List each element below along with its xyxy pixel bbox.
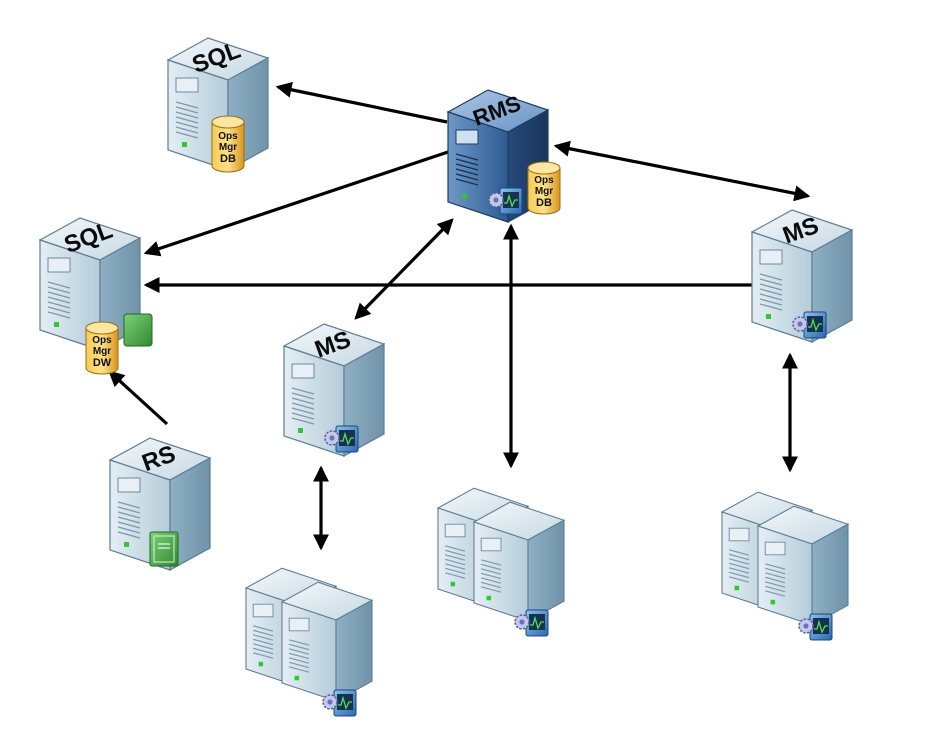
arrow-rms-ms-center [354, 218, 454, 320]
arrow-rms-ms-right [553, 140, 811, 202]
sql-dw-server: SQL Ops Mgr DW [39, 217, 153, 375]
sql-db-badge-line-3: DB [220, 153, 236, 165]
agent-cluster-center [438, 488, 564, 637]
connectors [108, 81, 811, 551]
report-book-icon [149, 531, 179, 567]
sql-db-server: SQL Ops Mgr DB [167, 37, 269, 173]
ms-center-server: MS [283, 323, 385, 457]
rs-server: RS [109, 437, 211, 571]
database-cylinder-icon: Ops Mgr DB [211, 115, 245, 173]
sql-dw-badge-line-3: DW [93, 357, 112, 369]
rms-badge-line-3: DB [536, 197, 552, 209]
rms-server: RMS Ops Mgr DB [447, 89, 561, 223]
sql-db-badge-line-1: Ops [218, 131, 238, 142]
database-cylinder-icon: Ops Mgr DW [85, 321, 119, 375]
rms-badge-line-1: Ops [534, 175, 554, 186]
rms-badge-line-2: Mgr [535, 186, 553, 197]
agent-cluster-right [722, 492, 848, 641]
arrow-rms-to-sql-dw [143, 150, 449, 257]
sql-dw-badge-line-1: Ops [92, 335, 112, 346]
sql-db-badge-line-2: Mgr [219, 142, 237, 153]
ms-right-server: MS [751, 209, 853, 343]
agent-cluster-left [246, 568, 372, 717]
arrow-rms-to-sql-db [275, 81, 448, 124]
sql-dw-badge-line-2: Mgr [93, 346, 111, 357]
arrow-rs-to-sql-dw [108, 370, 169, 426]
report-book-icon [123, 313, 153, 347]
database-cylinder-icon: Ops Mgr DB [527, 161, 561, 215]
